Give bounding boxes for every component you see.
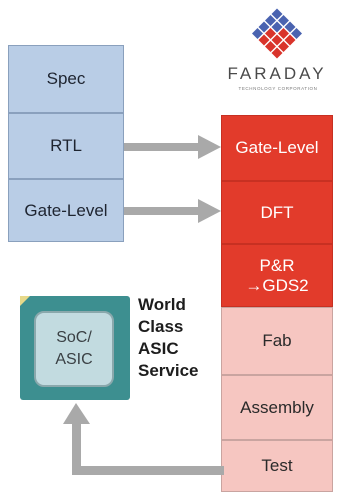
logo-diamond: [278, 41, 289, 52]
service-line: Service: [138, 361, 199, 380]
logo-diamond: [291, 28, 302, 39]
logo-diamond: [265, 15, 276, 26]
logo-diamond: [265, 41, 276, 52]
left-box-spec: Spec: [8, 45, 124, 113]
right-box-dft: DFT: [221, 181, 333, 244]
service-line: World: [138, 295, 186, 314]
right-box-label-line2: →GDS2: [245, 275, 309, 295]
left-box-rtl: RTL: [8, 113, 124, 179]
service-line: Class: [138, 317, 184, 336]
right-box-label: DFT: [260, 202, 294, 222]
logo-diamond: [271, 34, 283, 46]
logo-diamond: [278, 15, 289, 26]
logo-diamond: [258, 21, 270, 33]
logo-diamond: [252, 28, 263, 39]
arrow-rtl-to-gate-level: [124, 135, 221, 159]
company-name: FARADAY: [227, 64, 327, 83]
right-box-label-line1: P&R: [259, 255, 295, 275]
right-box-label: Assembly: [240, 397, 314, 417]
logo-diamond: [271, 8, 283, 20]
right-box-label: Fab: [262, 331, 292, 350]
chip-label-line1: SoC/: [56, 329, 92, 346]
right-box-label: Test: [261, 456, 293, 475]
right-box-pnr-gds2: P&R →GDS2: [221, 244, 333, 307]
right-box-label: Gate-Level: [235, 138, 319, 157]
left-box-label: Spec: [46, 69, 86, 88]
logo-diamond: [265, 28, 276, 39]
right-box-assembly: Assembly: [221, 375, 333, 440]
right-box-test: Test: [221, 440, 333, 492]
left-box-label: RTL: [50, 136, 82, 155]
right-box-gate-level: Gate-Level: [221, 115, 333, 181]
service-caption: World Class ASIC Service: [138, 294, 220, 382]
faraday-logo-icon: [252, 8, 302, 59]
company-tagline: TECHNOLOGY CORPORATION: [238, 86, 318, 91]
arrow-test-to-chip: [63, 403, 224, 475]
logo-diamond: [271, 21, 283, 33]
arrow-gate-level-to-dft: [124, 199, 221, 223]
left-box-gate-level: Gate-Level: [8, 179, 124, 242]
logo-diamond: [278, 28, 289, 39]
chip-core: SoC/ ASIC: [34, 311, 114, 387]
chip-pin1-marker: [20, 296, 30, 306]
right-box-fab: Fab: [221, 307, 333, 375]
logo-diamond: [284, 34, 296, 46]
chip-label-line2: ASIC: [55, 351, 93, 368]
logo-diamond: [271, 47, 283, 59]
logo-diamond: [284, 21, 296, 33]
left-box-label: Gate-Level: [24, 200, 108, 220]
service-line: ASIC: [138, 339, 179, 358]
logo-diamond: [258, 34, 270, 46]
